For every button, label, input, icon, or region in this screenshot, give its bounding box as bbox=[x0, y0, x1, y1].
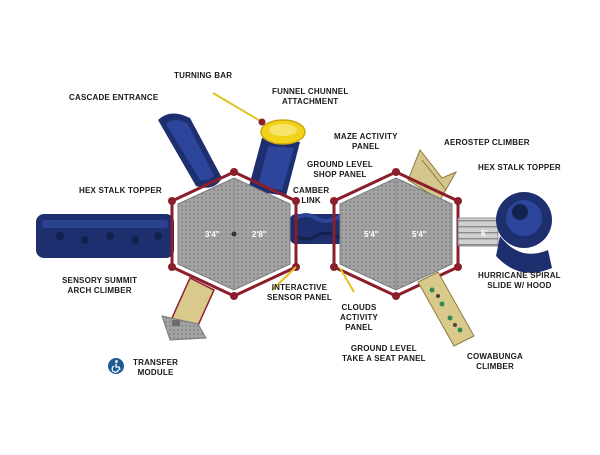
label-funnel-chunnel: FUNNEL CHUNNEL ATTACHMENT bbox=[272, 87, 348, 107]
label-transfer-module: TRANSFER MODULE bbox=[133, 358, 178, 378]
bridge-to-slide bbox=[457, 217, 499, 247]
label-camber-line2: LINK bbox=[301, 196, 321, 205]
measure-left-hex-right: 2'8" bbox=[252, 230, 267, 239]
label-ground-level-shop-panel: GROUND LEVEL SHOP PANEL bbox=[307, 160, 373, 180]
label-hex-topper-right-text: HEX STALK TOPPER bbox=[478, 163, 561, 172]
label-sensory-line1: SENSORY SUMMIT bbox=[62, 276, 138, 285]
label-interactive-line1: INTERACTIVE bbox=[271, 283, 328, 292]
label-clouds-line2: ACTIVITY bbox=[340, 313, 379, 322]
wheelchair-glyph-icon bbox=[111, 360, 121, 373]
measure-bridge-right: 6' bbox=[481, 229, 487, 238]
left-hex-deck bbox=[168, 168, 300, 300]
label-hex-topper-left-text: HEX STALK TOPPER bbox=[79, 186, 162, 195]
measure-left-hex-left: 3'4" bbox=[205, 230, 220, 239]
label-aerostep-text: AEROSTEP CLIMBER bbox=[444, 138, 530, 147]
right-hex-deck bbox=[330, 168, 462, 300]
label-cowabunga-line1: COWABUNGA bbox=[467, 352, 524, 361]
wheelchair-accessible-icon bbox=[108, 358, 124, 374]
hurricane-spiral-slide bbox=[496, 192, 552, 273]
label-funnel-line2: ATTACHMENT bbox=[282, 97, 339, 106]
label-cascade-entrance-text: CASCADE ENTRANCE bbox=[69, 93, 159, 102]
label-hurricane-line1: HURRICANE SPIRAL bbox=[478, 271, 561, 280]
funnel-chunnel-attachment bbox=[248, 119, 306, 196]
sensory-summit-arch-climber bbox=[36, 214, 174, 258]
label-transfer-line2: MODULE bbox=[137, 368, 174, 377]
measure-right-hex-left: 5'4" bbox=[364, 230, 379, 239]
label-ground-level-take-a-seat: GROUND LEVEL TAKE A SEAT PANEL bbox=[342, 344, 426, 364]
label-take-seat-line1: GROUND LEVEL bbox=[350, 344, 417, 353]
label-hex-stalk-topper-right: HEX STALK TOPPER bbox=[478, 163, 561, 173]
label-take-seat-line2: TAKE A SEAT PANEL bbox=[342, 354, 426, 363]
label-hex-stalk-topper-left: HEX STALK TOPPER bbox=[79, 186, 162, 196]
label-cowabunga-climber: COWABUNGA CLIMBER bbox=[467, 352, 523, 372]
label-interactive-line2: SENSOR PANEL bbox=[267, 293, 332, 302]
label-sensory-line2: ARCH CLIMBER bbox=[67, 286, 132, 295]
label-clouds-activity-panel: CLOUDS ACTIVITY PANEL bbox=[340, 303, 378, 333]
label-maze-line1: MAZE ACTIVITY bbox=[334, 132, 398, 141]
label-transfer-line1: TRANSFER bbox=[133, 358, 179, 367]
cowabunga-climber bbox=[417, 271, 475, 347]
label-sensory-summit: SENSORY SUMMIT ARCH CLIMBER bbox=[62, 276, 137, 296]
turning-bar bbox=[212, 92, 266, 126]
measure-right-hex-right: 5'4" bbox=[412, 230, 427, 239]
label-cowabunga-line2: CLIMBER bbox=[476, 362, 514, 371]
label-clouds-line1: CLOUDS bbox=[341, 303, 377, 312]
cascade-entrance-slide bbox=[158, 113, 222, 188]
label-camber-line1: CAMBER bbox=[293, 186, 330, 195]
label-turning-bar-text: TURNING BAR bbox=[174, 71, 233, 80]
label-maze-line2: PANEL bbox=[352, 142, 380, 151]
label-ground-shop-line1: GROUND LEVEL bbox=[307, 160, 373, 169]
transfer-module bbox=[161, 276, 215, 341]
label-hurricane-line2: SLIDE W/ HOOD bbox=[487, 281, 552, 290]
label-maze-activity-panel: MAZE ACTIVITY PANEL bbox=[334, 132, 398, 152]
label-ground-shop-line2: SHOP PANEL bbox=[313, 170, 367, 179]
label-hurricane-spiral-slide: HURRICANE SPIRAL SLIDE W/ HOOD bbox=[478, 271, 561, 291]
label-aerostep-climber: AEROSTEP CLIMBER bbox=[444, 138, 530, 148]
label-interactive-sensor-panel: INTERACTIVE SENSOR PANEL bbox=[267, 283, 332, 303]
label-funnel-line1: FUNNEL CHUNNEL bbox=[272, 87, 349, 96]
label-camber-link: CAMBER LINK bbox=[293, 186, 329, 206]
label-clouds-line3: PANEL bbox=[345, 323, 373, 332]
label-cascade-entrance: CASCADE ENTRANCE bbox=[69, 93, 158, 103]
label-turning-bar: TURNING BAR bbox=[174, 71, 232, 81]
